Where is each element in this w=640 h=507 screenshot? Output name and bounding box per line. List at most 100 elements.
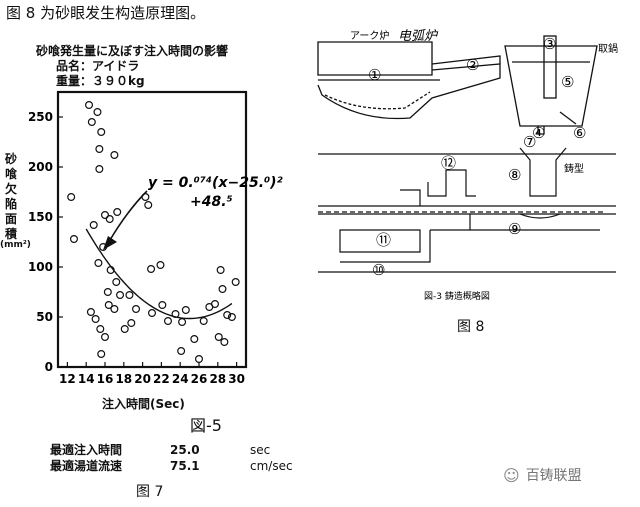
result-label: 最適湯道流速: [50, 459, 123, 473]
data-point: [116, 291, 125, 300]
x-tick-label: 18: [115, 372, 132, 386]
data-point: [181, 306, 190, 315]
data-point: [106, 266, 115, 275]
figure8-caption: 图 8: [457, 319, 485, 335]
data-point: [210, 300, 219, 309]
x-tick-label: 22: [153, 372, 170, 386]
marker-7: ⑦: [523, 133, 536, 151]
data-point: [190, 335, 199, 344]
marker-1: ①: [368, 66, 381, 84]
data-point: [144, 201, 153, 210]
result-row: 最適湯道流速 75.1 cm/sec: [50, 458, 293, 474]
y-axis-label-char: 積: [4, 227, 17, 241]
data-point: [214, 333, 223, 342]
chart-points: [67, 100, 240, 364]
data-point: [156, 261, 165, 270]
data-point: [67, 193, 76, 202]
result-unit: cm/sec: [250, 459, 293, 473]
data-point: [94, 259, 103, 268]
data-point: [227, 313, 236, 322]
data-point: [112, 278, 121, 287]
data-point: [132, 305, 141, 314]
chart-axes: [56, 90, 248, 369]
y-tick-label: 100: [28, 260, 53, 274]
data-point: [195, 355, 204, 364]
data-point: [95, 145, 104, 154]
ladle-label: 取鍋: [598, 42, 618, 55]
data-point: [69, 235, 78, 244]
data-point: [110, 305, 119, 314]
data-point: [97, 128, 106, 137]
x-tick-label: 28: [209, 372, 226, 386]
result-table: 最適注入時間 25.0 sec 最適湯道流速 75.1 cm/sec: [50, 442, 293, 474]
data-point: [104, 301, 113, 310]
data-point: [95, 165, 104, 174]
data-point: [148, 309, 157, 318]
y-tick-label: 0: [45, 360, 53, 374]
marker-5: ⑤: [561, 73, 574, 91]
data-point: [177, 347, 186, 356]
data-point: [223, 311, 232, 320]
data-point: [231, 278, 240, 287]
data-point: [85, 100, 94, 109]
data-point: [110, 151, 119, 160]
data-point: [87, 117, 96, 126]
chart-annotation: y = 0.⁰⁷⁴(x−25.⁰)² +48.⁵: [103, 175, 284, 250]
annotation-arrow: [109, 190, 148, 241]
result-value: 25.0: [170, 443, 200, 457]
data-point: [93, 107, 102, 116]
data-point: [100, 333, 109, 342]
data-point: [216, 266, 225, 275]
data-point: [125, 291, 134, 300]
data-point: [147, 265, 156, 274]
data-point: [220, 338, 229, 347]
x-tick-label: 16: [97, 372, 114, 386]
fit-equation-line2: +48.⁵: [190, 194, 233, 210]
data-point: [171, 310, 180, 319]
diagram-figure-label: 図-3 鋳造概略図: [424, 290, 490, 302]
watermark: ☺ 百铸联盟: [503, 465, 582, 485]
fit-equation-line1: y = 0.⁰⁷⁴(x−25.⁰)²: [148, 175, 284, 191]
data-point: [158, 301, 167, 310]
x-tick-label: 24: [172, 372, 189, 386]
marker-8: ⑧: [508, 166, 521, 184]
x-tick-label: 12: [59, 372, 76, 386]
mold-label: 鋳型: [564, 162, 584, 175]
data-point: [120, 325, 129, 334]
data-point: [91, 315, 100, 324]
chart-weight-label: 重量：３９０kg: [56, 74, 145, 88]
watermark-text: 百铸联盟: [525, 468, 582, 484]
ladle: [504, 35, 598, 135]
marker-6: ⑥: [573, 124, 586, 142]
y-tick-label: 150: [28, 210, 53, 224]
x-tick-label: 20: [134, 372, 151, 386]
marker-3: ③: [543, 35, 556, 53]
data-point: [199, 317, 208, 326]
data-point: [100, 211, 109, 220]
data-point: [163, 317, 172, 326]
result-row: 最適注入時間 25.0 sec: [50, 442, 293, 458]
marker-9: ⑨: [508, 220, 521, 238]
data-point: [218, 285, 227, 294]
data-point: [103, 288, 112, 297]
result-unit: sec: [250, 443, 271, 457]
edge-mask: [626, 40, 632, 60]
y-axis-label-char: 砂: [4, 152, 17, 166]
y-axis-label-char: 喰: [4, 167, 17, 181]
data-point: [86, 308, 95, 317]
y-tick-label: 50: [36, 310, 53, 324]
x-tick-label: 30: [228, 372, 245, 386]
furnace-label: アーク炉: [350, 30, 389, 42]
y-axis-label: 砂 喰 欠 陥 面 積: [4, 152, 18, 242]
arc-furnace: [317, 41, 501, 120]
y-axis-label-char: 面: [4, 212, 17, 226]
data-point: [105, 215, 114, 224]
x-axis-label: 注入時間(Sec): [102, 397, 185, 411]
figure7-caption: 图 7: [136, 484, 164, 500]
furnace-handwritten-label: 电弧炉: [398, 29, 439, 44]
data-point: [96, 325, 105, 334]
chart-figure-label: 図-5: [190, 416, 222, 435]
